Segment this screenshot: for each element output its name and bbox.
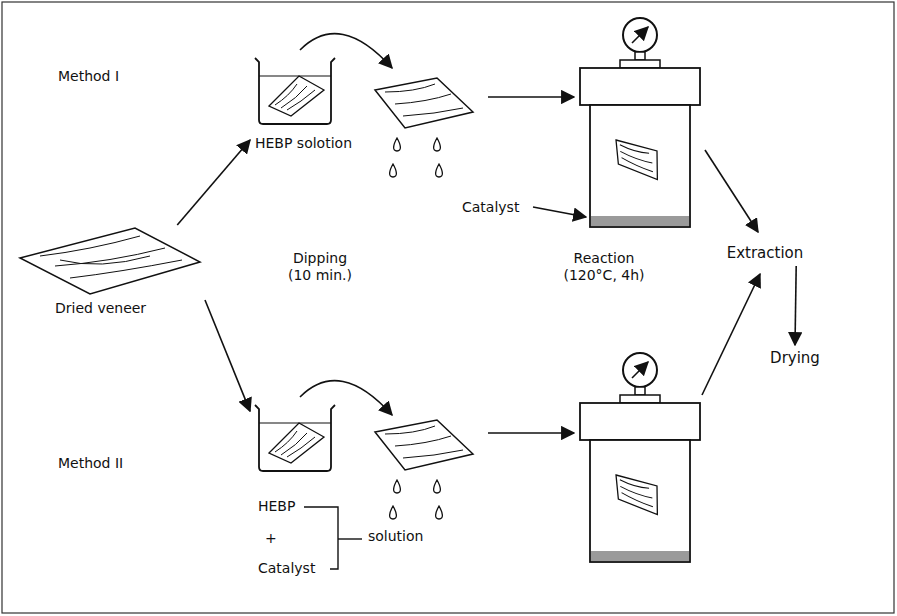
reactor (580, 18, 700, 227)
annotation: Method I (58, 68, 148, 85)
reactor (580, 353, 700, 562)
flow-arrow (795, 266, 796, 345)
flow-arrow (205, 300, 250, 411)
step-label: HEBP solotion (255, 135, 352, 152)
process-step: HEBP + Catalyst solution (250, 400, 450, 585)
step-label: Catalyst (258, 560, 315, 577)
annotation: Catalyst (462, 199, 534, 216)
annotation: Dipping (10 min.) (280, 250, 360, 284)
flow-arrow (177, 140, 250, 225)
step-label: + (265, 530, 277, 547)
beaker (255, 405, 335, 471)
step-label: Drying (770, 350, 820, 367)
process-step: Dried veneer (20, 225, 205, 325)
annotation: Method II (58, 455, 148, 472)
process-step: Extraction (705, 240, 825, 266)
dripping-veneer (375, 78, 473, 177)
process-step: HEBP solotion (250, 55, 370, 155)
step-label: Dried veneer (55, 300, 146, 317)
flow-arrows (300, 34, 760, 433)
step-label: Extraction (727, 245, 804, 262)
dripping-veneer (375, 420, 473, 519)
beaker (255, 58, 335, 124)
step-label: HEBP (258, 498, 295, 515)
bracket (304, 507, 362, 569)
step-label: solution (368, 528, 423, 545)
annotation: Reaction (120°C, 4h) (548, 250, 660, 284)
veneer-sheet (20, 228, 200, 294)
process-step: Drying (755, 345, 835, 371)
